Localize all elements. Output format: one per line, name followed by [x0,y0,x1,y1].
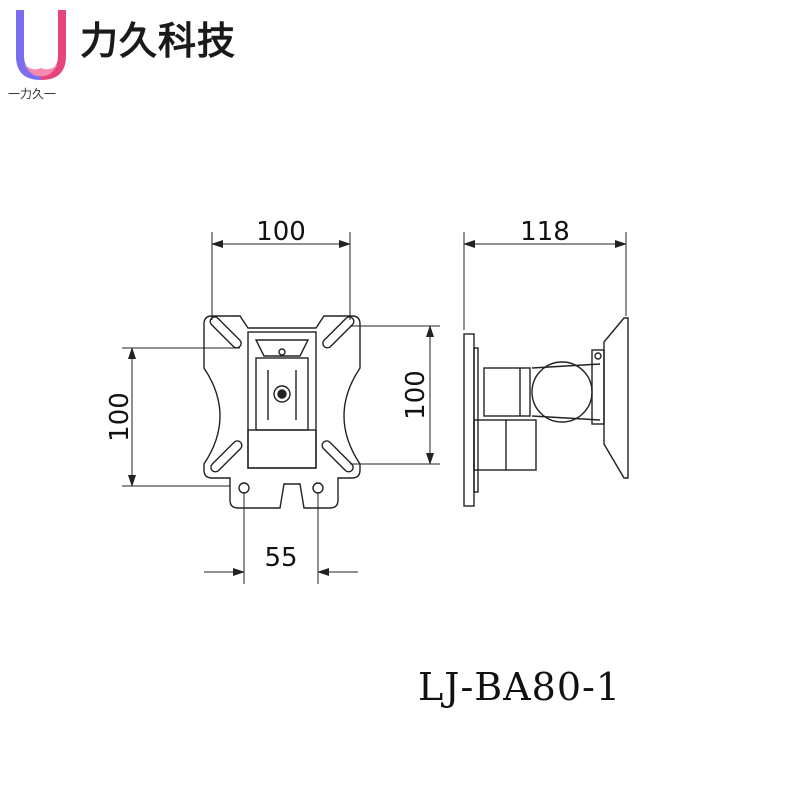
tab-hole-left [238,482,250,494]
brand-tagline: 一力久一 [8,87,57,101]
side-view [463,317,629,507]
model-number: LJ-BA80-1 [418,665,622,709]
dim-top-width: 100 [256,217,306,247]
center-hole [273,385,291,403]
slot-bottom-right [321,440,354,473]
slot-top-right [322,316,355,349]
upper-arm [483,367,531,417]
front-plate-outline [203,315,361,509]
dim-left-height: 100 [105,392,135,442]
center-bracket [247,331,317,469]
logo-u-icon [16,10,66,80]
monitor-plate [603,317,629,479]
wall-plate [463,333,475,507]
slot-top-left [209,316,242,349]
tab-hole-right [312,482,324,494]
slot-bottom-left [210,440,243,473]
dim-side-depth: 118 [520,217,570,247]
front-view [203,315,361,509]
lower-arm [473,419,537,471]
side-dimensions [463,232,627,330]
dim-bottom-width: 55 [264,543,297,573]
front-dimensions [122,232,440,584]
dim-right-height: 100 [401,370,431,420]
brand-name: 力久科技 [80,19,237,63]
pivot-joint [531,361,593,423]
